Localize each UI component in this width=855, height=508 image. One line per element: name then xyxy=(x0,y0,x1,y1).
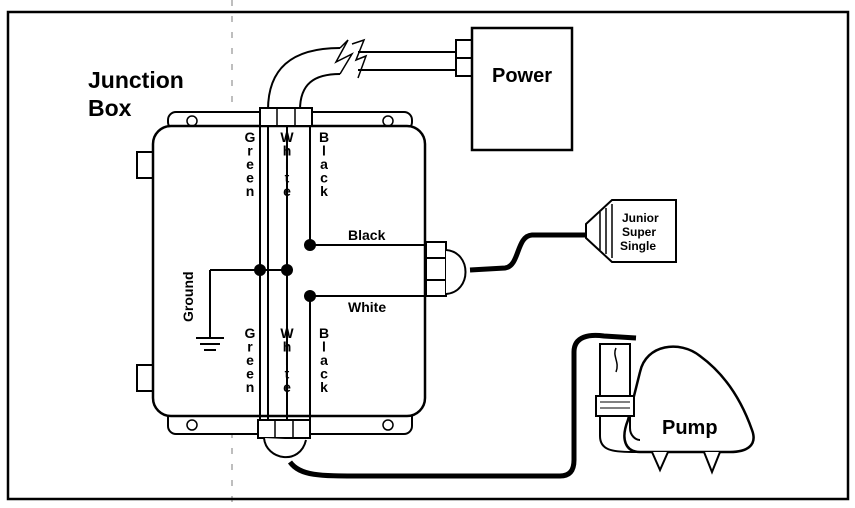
knockout-left-top xyxy=(136,151,154,179)
black-wire-label: Black xyxy=(348,227,386,243)
diagram-frame xyxy=(6,10,850,501)
power-connector-top xyxy=(455,39,473,59)
power-label: Power xyxy=(492,65,552,87)
bottom-connector xyxy=(257,419,311,439)
power-connector-bottom xyxy=(455,57,473,77)
power-box-body xyxy=(470,26,574,152)
splice-dot-white xyxy=(281,264,293,276)
sensor-label-line2: Super xyxy=(622,225,656,239)
splice-dot-green xyxy=(254,264,266,276)
mount-hole-top-right xyxy=(382,115,394,127)
pump-label: Pump xyxy=(662,417,718,439)
sensor-connector xyxy=(425,241,467,297)
junction-box-title-line2: Box xyxy=(88,95,132,121)
mount-hole-bottom-left xyxy=(186,419,198,431)
white-wire-label: White xyxy=(348,299,386,315)
mount-hole-bottom-right xyxy=(382,419,394,431)
ground-label: Ground xyxy=(180,271,196,322)
knockout-left-bottom xyxy=(136,364,154,392)
junction-box-title-line1: Junction xyxy=(88,67,184,93)
splice-dot-white-2 xyxy=(304,290,316,302)
pump-foot-left xyxy=(651,451,669,473)
top-connector xyxy=(259,107,313,127)
pump-elbow xyxy=(599,416,640,453)
sensor-junior-super-single: Junior Super Single xyxy=(585,199,677,263)
pump-cable xyxy=(287,332,637,479)
sensor-label-line3: Single xyxy=(620,239,656,253)
pump: Pump xyxy=(595,343,755,475)
ground-symbol xyxy=(196,337,224,351)
splice-dot-black xyxy=(304,239,316,251)
mount-hole-top-left xyxy=(186,115,198,127)
power-conduit xyxy=(267,38,460,111)
sensor-label-line1: Junior xyxy=(622,211,659,225)
power-box: Power xyxy=(455,26,574,152)
pump-body xyxy=(623,345,755,454)
pump-pipe-collar xyxy=(595,395,635,417)
pump-foot-right xyxy=(703,451,721,475)
sensor-cable xyxy=(469,232,590,273)
